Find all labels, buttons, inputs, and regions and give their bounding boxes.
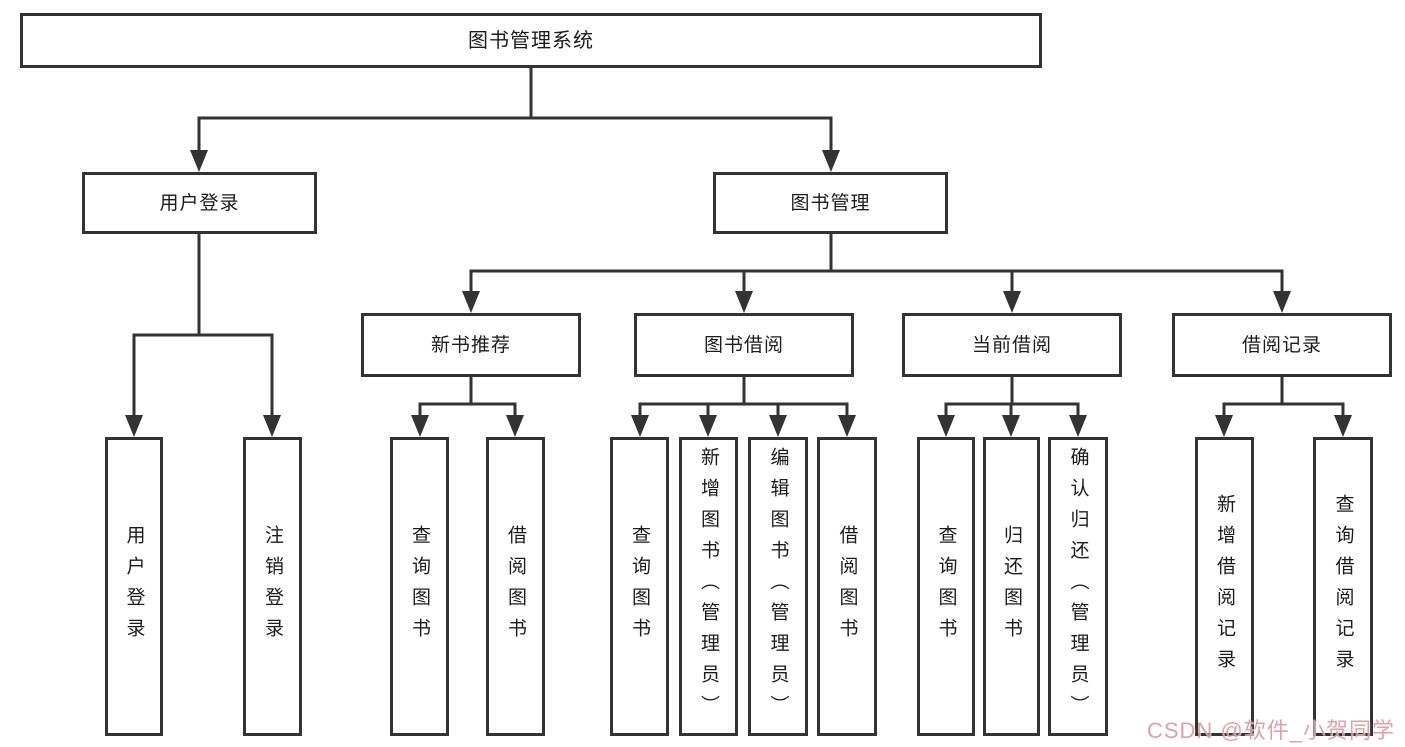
node-leaf-user-login: 用户登录	[105, 437, 163, 736]
node-leaf-return-book: 归还图书	[983, 437, 1040, 736]
node-leaf-query-book-2: 查询图书	[610, 437, 669, 736]
node-leaf-borrow-book-1: 借阅图书	[486, 437, 545, 736]
node-leaf-edit-book-admin: 编辑图书（管理员）	[748, 437, 808, 736]
node-leaf-query-book-3: 查询图书	[917, 437, 975, 736]
node-book-borrow: 图书借阅	[634, 313, 854, 377]
node-borrow-record: 借阅记录	[1172, 313, 1392, 377]
csdn-watermark: CSDN @软件_小贺同学	[1146, 718, 1395, 743]
node-user-login-group: 用户登录	[82, 172, 317, 234]
node-leaf-confirm-return-admin: 确认归还（管理员）	[1048, 437, 1108, 736]
node-current-borrow: 当前借阅	[902, 313, 1122, 377]
node-leaf-logout: 注销登录	[243, 437, 302, 736]
node-system-root: 图书管理系统	[20, 13, 1042, 68]
node-leaf-add-borrow-record: 新增借阅记录	[1195, 437, 1254, 736]
node-new-book-recommend: 新书推荐	[361, 313, 581, 377]
node-leaf-query-borrow-record: 查询借阅记录	[1313, 437, 1373, 736]
arrowheads	[125, 150, 1352, 437]
node-leaf-borrow-book-2: 借阅图书	[817, 437, 877, 736]
node-leaf-add-book-admin: 新增图书（管理员）	[679, 437, 738, 736]
node-book-management-group: 图书管理	[713, 172, 948, 234]
node-leaf-query-book-1: 查询图书	[390, 437, 449, 736]
